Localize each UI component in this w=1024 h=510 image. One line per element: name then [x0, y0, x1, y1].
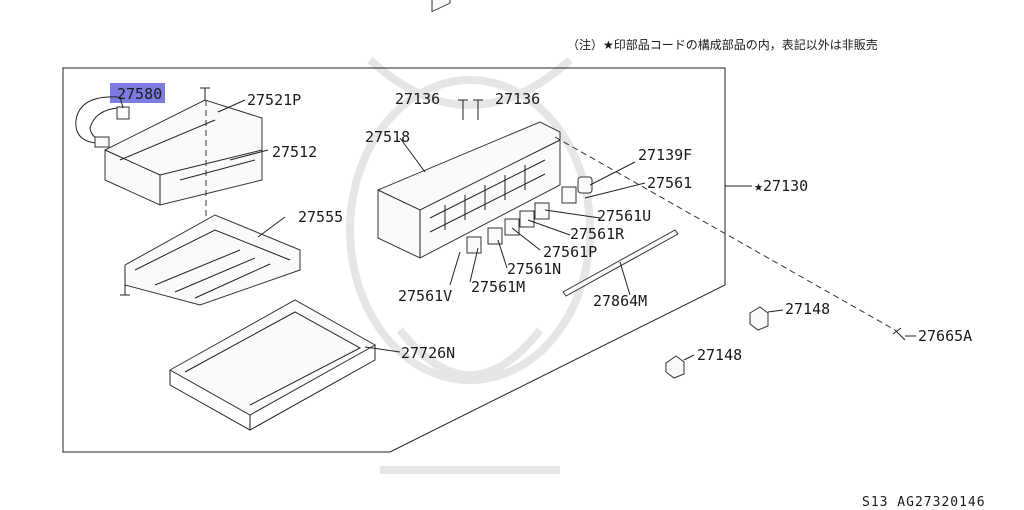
- clip-27148-a: [749, 306, 769, 331]
- control-unit-27518: [377, 0, 561, 259]
- harness-27580: [75, 96, 130, 148]
- label-27561M: 27561M: [471, 278, 525, 296]
- label-27521P: 27521P: [247, 91, 301, 109]
- label-27139F: 27139F: [638, 146, 692, 164]
- screw-lower: [120, 268, 130, 296]
- lower-housing-27555: [124, 214, 301, 306]
- label-27561N: 27561N: [507, 260, 561, 278]
- label-27136-b: 27136: [495, 90, 540, 108]
- screw-27665A: [892, 327, 906, 341]
- label-27148-b: 27148: [697, 346, 742, 364]
- screw-27136-b: [473, 99, 483, 120]
- footer-code: S13 AG27320146: [862, 495, 986, 510]
- dash-line-right: [554, 136, 896, 331]
- label-27148-a: 27148: [785, 300, 830, 318]
- label-27518: 27518: [365, 128, 410, 146]
- label-27726N: 27726N: [401, 344, 455, 362]
- highlight-27580: [110, 83, 165, 103]
- label-27512: 27512: [272, 143, 317, 161]
- tray-27726N: [168, 299, 377, 431]
- assembly-boundary: [62, 67, 726, 453]
- label-27561V: 27561V: [398, 287, 452, 305]
- screw-top: [200, 87, 210, 100]
- note-text: （注）★印部品コードの構成部品の内，表記以外は非販売: [567, 37, 878, 52]
- label-27561U: 27561U: [597, 207, 651, 225]
- label-27864M: 27864M: [593, 292, 647, 310]
- label-27561P: 27561P: [543, 243, 597, 261]
- label-27561R: 27561R: [570, 225, 625, 243]
- watermark-logo: [346, 57, 594, 474]
- label-27136-a: 27136: [395, 90, 440, 108]
- leader-lines: [119, 96, 916, 361]
- label-27555: 27555: [298, 208, 343, 226]
- label-27580: 27580: [117, 85, 162, 103]
- clip-27148-b: [665, 355, 685, 379]
- label-27561: 27561: [647, 174, 692, 192]
- label-27665A: 27665A: [918, 327, 972, 345]
- label-27130: ★27130: [754, 177, 808, 195]
